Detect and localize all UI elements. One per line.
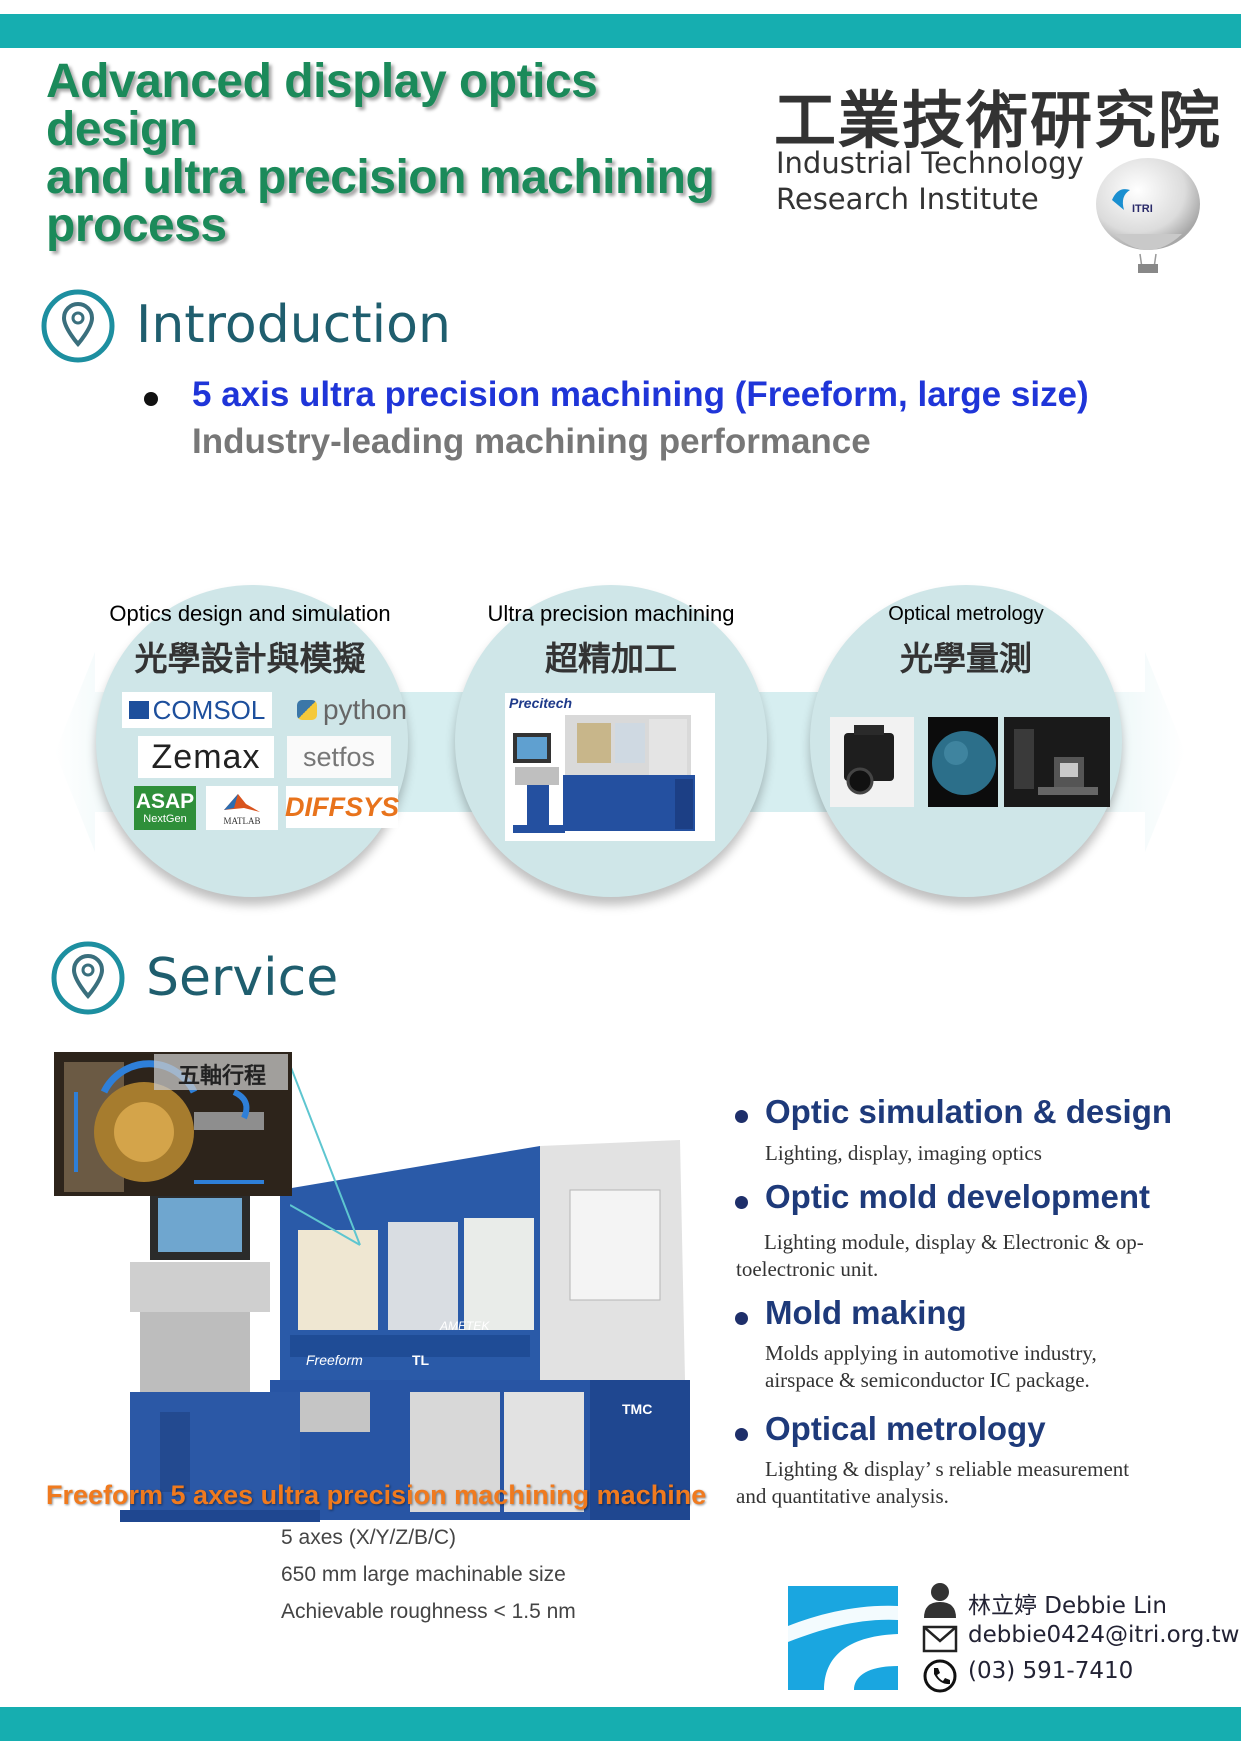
phone-icon: [923, 1659, 957, 1693]
service-item-4-desc-line-1: Lighting & display’ s reliable measureme…: [765, 1457, 1130, 1481]
machine-photo-small: Precitech: [505, 693, 715, 841]
machining-caption-en: Ultra precision machining: [487, 601, 735, 626]
matlab-logo: MATLAB: [206, 786, 278, 830]
contact-name: 林立婷 Debbie Lin: [968, 1593, 1168, 1619]
contact-phone[interactable]: (03) 591-7410: [968, 1658, 1134, 1684]
zemax-logo: Zemax: [138, 736, 274, 778]
service-bullet-icon: [735, 1110, 748, 1123]
service-item-3-desc-line-1: Molds applying in automotive industry,: [765, 1341, 1097, 1365]
five-axis-label: 五軸行程: [178, 1064, 267, 1089]
metrology-caption-zh: 光學量測: [900, 639, 1032, 678]
service-item-2-desc-line-1: Lighting module, display & Electronic & …: [764, 1230, 1144, 1254]
title-line-1: Advanced display optics design: [46, 55, 598, 156]
precitech-logo: Precitech: [509, 695, 573, 711]
zemax-logo-text: Zemax: [151, 737, 261, 776]
tl-label: TL: [412, 1352, 430, 1368]
service-item-3-title: Mold making: [765, 1294, 967, 1331]
spec-axes: 5 axes (X/Y/Z/B/C): [281, 1526, 457, 1549]
spec-size: 650 mm large machinable size: [281, 1563, 566, 1586]
freeform-label: Freeform: [306, 1352, 363, 1368]
ametek-label: AMETEK: [439, 1319, 490, 1333]
mail-icon: [922, 1625, 958, 1653]
page-title: Advanced display optics design and ultra…: [46, 58, 746, 250]
service-item-4-title: Optical metrology: [765, 1410, 1046, 1447]
diffsys-logo-text: DIFFSYS: [285, 791, 400, 822]
service-bullet-icon: [735, 1428, 748, 1441]
diffsys-logo: DIFFSYS: [285, 786, 400, 828]
itri-emblem-logo: [788, 1586, 898, 1690]
service-item-1-desc-line: Lighting, display, imaging optics: [765, 1141, 1042, 1165]
machine-illustration-small: [513, 715, 695, 833]
org-name-chinese: 工業技術研究院: [774, 84, 1223, 157]
intro-bullet-title: 5 axis ultra precision machining (Freefo…: [192, 375, 1089, 414]
service-item-1-title: Optic simulation & design: [765, 1093, 1173, 1130]
intro-bullet-subtitle: Industry-leading machining performance: [192, 422, 871, 461]
inset-label-bg: [154, 1054, 288, 1090]
setfos-logo-text: setfos: [302, 741, 376, 772]
comsol-logo: COMSOL: [122, 692, 272, 728]
location-pin-icon: [41, 289, 115, 363]
service-item-3-desc-line-2: airspace & semiconductor IC package.: [765, 1368, 1090, 1392]
asap-logo-text: ASAP: [135, 790, 195, 813]
service-item-2-desc-line-2: toelectronic unit.: [736, 1257, 879, 1281]
metrology-lab-photo: [1004, 717, 1110, 807]
five-axis-inset-photo: 五軸行程: [54, 1052, 292, 1196]
setfos-logo: setfos: [287, 736, 391, 778]
service-bullet-icon: [735, 1196, 748, 1209]
service-heading: Service: [146, 948, 339, 1008]
metrology-caption-en: Optical metrology: [888, 603, 1044, 625]
location-pin-icon: [51, 941, 125, 1015]
matlab-membrane-icon: [224, 794, 260, 812]
title-line-3: process: [46, 199, 227, 252]
person-icon: [924, 1583, 956, 1618]
service-item-4-desc-line-2: and quantitative analysis.: [736, 1484, 949, 1508]
introduction-heading: Introduction: [136, 295, 451, 355]
org-name-english: Industrial Technology Research Institute: [776, 145, 1084, 217]
optics-design-caption-zh: 光學設計與模擬: [134, 639, 366, 678]
matlab-logo-text: MATLAB: [223, 816, 261, 826]
title-line-2: and ultra precision machining: [46, 151, 715, 204]
python-logo-text: python: [322, 694, 408, 725]
service-item-1-desc: Lighting, display, imaging optics: [765, 1140, 1042, 1167]
bullet-icon: [144, 392, 158, 406]
bottom-accent-bar: [0, 1707, 1241, 1741]
service-item-2-title: Optic mold development: [765, 1178, 1151, 1215]
inset-callout-lines: [290, 1065, 361, 1246]
balloon-label: ITRI: [1132, 203, 1153, 215]
top-accent-bar: [0, 14, 1241, 48]
org-name-line-2: Research Institute: [776, 182, 1039, 216]
itri-balloon-logo: ITRI: [1096, 158, 1200, 273]
asap-logo: ASAP NextGen: [134, 786, 196, 830]
asap-logo-subtext: NextGen: [143, 813, 187, 825]
service-item-2-desc: Lighting module, display & Electronic & …: [736, 1229, 1144, 1283]
org-name-line-1: Industrial Technology: [776, 146, 1084, 180]
machine-caption: Freeform 5 axes ultra precision machinin…: [46, 1480, 707, 1510]
service-item-3-desc: Molds applying in automotive industry, a…: [765, 1340, 1097, 1394]
comsol-logo-text: COMSOL: [152, 694, 266, 725]
python-logo: python: [286, 692, 418, 728]
integrating-sphere-photo: [928, 717, 998, 807]
service-bullet-icon: [735, 1312, 748, 1325]
machining-caption-zh: 超精加工: [545, 639, 677, 678]
service-item-4-desc: Lighting & display’ s reliable measureme…: [736, 1456, 1129, 1510]
contact-email[interactable]: debbie0424@itri.org.tw: [968, 1622, 1240, 1648]
camera-instrument-photo: [830, 717, 914, 807]
spec-roughness: Achievable roughness < 1.5 nm: [281, 1600, 576, 1623]
tmc-label: TMC: [622, 1401, 652, 1417]
optics-design-caption-en: Optics design and simulation: [109, 601, 391, 626]
